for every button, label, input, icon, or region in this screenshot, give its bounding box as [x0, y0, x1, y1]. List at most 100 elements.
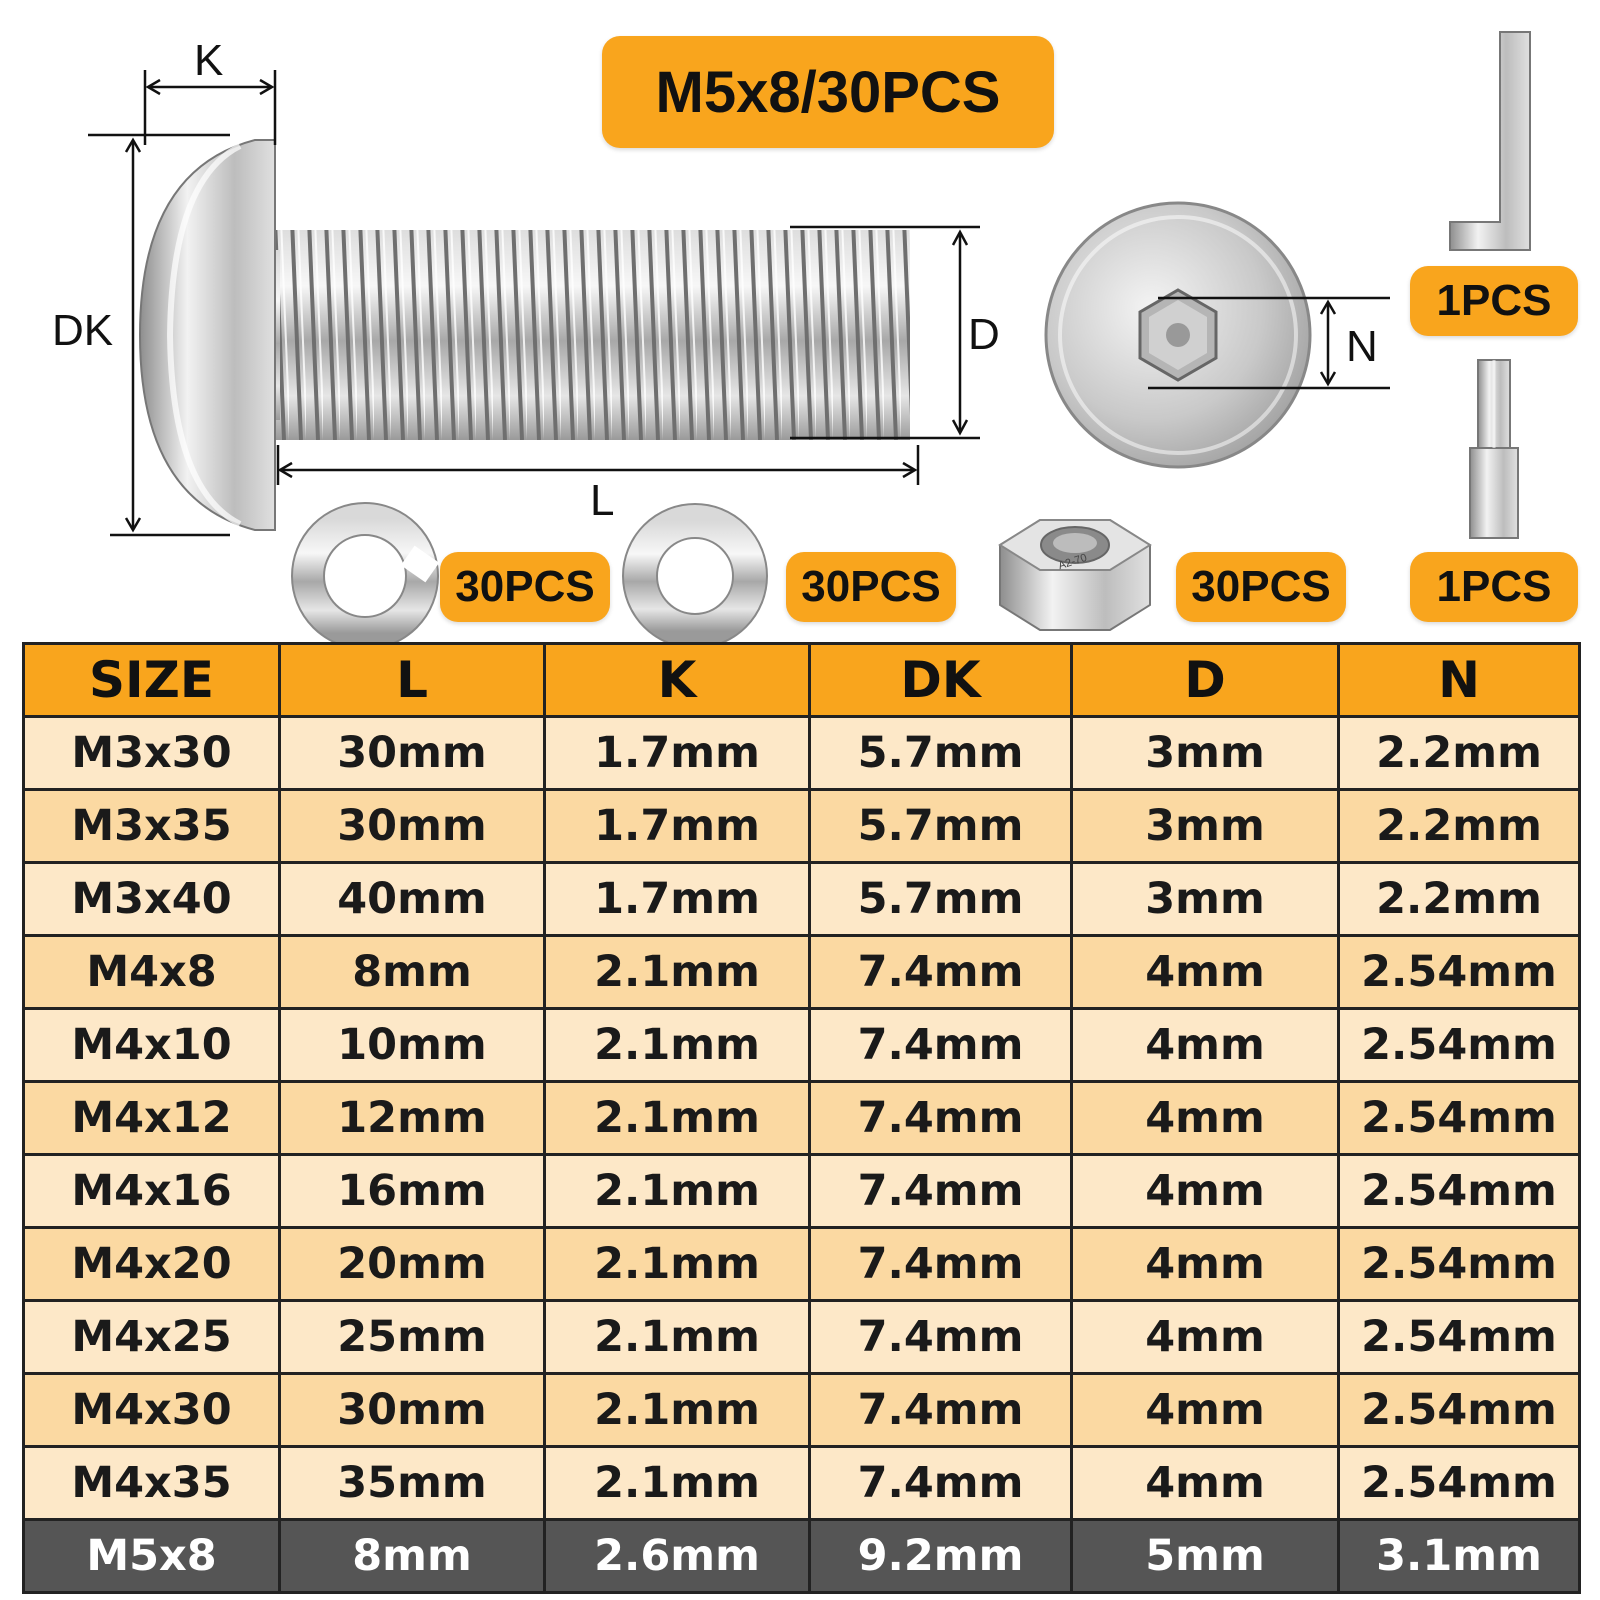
- header-d: D: [1070, 642, 1340, 718]
- hex-nut-icon: [998, 519, 1152, 631]
- screw-head-top-view: [1044, 201, 1312, 469]
- table-cell: 7.4mm: [808, 1299, 1073, 1375]
- table-cell: 4mm: [1070, 1299, 1340, 1375]
- table-cell: M4x25: [22, 1299, 281, 1375]
- table-cell: 9.2mm: [808, 1518, 1073, 1594]
- table-cell: 2.54mm: [1337, 1080, 1581, 1156]
- product-title: M5x8/30PCS: [602, 36, 1054, 148]
- table-cell: 2.2mm: [1337, 861, 1581, 937]
- table-cell: 25mm: [278, 1299, 546, 1375]
- table-cell: 20mm: [278, 1226, 546, 1302]
- table-cell: 4mm: [1070, 1080, 1340, 1156]
- table-cell: 4mm: [1070, 1007, 1340, 1083]
- table-cell: 7.4mm: [808, 1080, 1073, 1156]
- table-cell: 3.1mm: [1337, 1518, 1581, 1594]
- dimension-lines: [88, 70, 980, 537]
- spring-washer-quantity: 30PCS: [440, 552, 610, 622]
- table-cell: M4x35: [22, 1445, 281, 1521]
- hex-bit-quantity: 1PCS: [1410, 552, 1578, 622]
- dimension-k-label: K: [194, 36, 224, 85]
- table-cell: 3mm: [1070, 861, 1340, 937]
- table-cell: 2.54mm: [1337, 1372, 1581, 1448]
- table-cell: M5x8: [22, 1518, 281, 1594]
- spring-washer-icon: [291, 502, 440, 650]
- dimension-n-lines: [1148, 296, 1390, 390]
- table-cell: 2.1mm: [543, 1372, 811, 1448]
- table-cell: 35mm: [278, 1445, 546, 1521]
- flat-washer-quantity: 30PCS: [786, 552, 956, 622]
- table-cell: 2.1mm: [543, 934, 811, 1010]
- table-cell: 1.7mm: [543, 861, 811, 937]
- hex-bit-icon: [1469, 359, 1519, 539]
- table-cell: M4x30: [22, 1372, 281, 1448]
- table-cell: 4mm: [1070, 934, 1340, 1010]
- table-cell: 8mm: [278, 1518, 546, 1594]
- table-cell: 3mm: [1070, 788, 1340, 864]
- table-cell: 8mm: [278, 934, 546, 1010]
- table-cell: 7.4mm: [808, 1445, 1073, 1521]
- table-cell: 2.6mm: [543, 1518, 811, 1594]
- table-cell: 12mm: [278, 1080, 546, 1156]
- dimension-d-label: D: [968, 310, 1000, 359]
- table-cell: 1.7mm: [543, 715, 811, 791]
- dimension-dk-label: DK: [52, 306, 114, 355]
- screw-side-view: [138, 139, 910, 531]
- table-cell: 2.1mm: [543, 1445, 811, 1521]
- table-cell: 7.4mm: [808, 1226, 1073, 1302]
- table-cell: M4x12: [22, 1080, 281, 1156]
- table-cell: 7.4mm: [808, 1007, 1073, 1083]
- hex-key-icon: [1449, 31, 1531, 251]
- table-cell: 2.54mm: [1337, 1153, 1581, 1229]
- table-cell: 2.54mm: [1337, 934, 1581, 1010]
- hex-key-quantity: 1PCS: [1410, 266, 1578, 336]
- table-cell: 2.54mm: [1337, 1445, 1581, 1521]
- table-cell: 4mm: [1070, 1445, 1340, 1521]
- table-cell: 30mm: [278, 715, 546, 791]
- header-l: L: [278, 642, 546, 718]
- table-cell: 2.1mm: [543, 1299, 811, 1375]
- table-cell: 40mm: [278, 861, 546, 937]
- table-cell: 2.54mm: [1337, 1226, 1581, 1302]
- table-cell: 2.1mm: [543, 1226, 811, 1302]
- table-cell: M4x16: [22, 1153, 281, 1229]
- table-cell: 7.4mm: [808, 1372, 1073, 1448]
- table-cell: 5.7mm: [808, 861, 1073, 937]
- table-cell: 5.7mm: [808, 715, 1073, 791]
- table-cell: 4mm: [1070, 1153, 1340, 1229]
- dimension-n-label: N: [1346, 322, 1378, 371]
- table-cell: 2.1mm: [543, 1080, 811, 1156]
- table-cell: 7.4mm: [808, 1153, 1073, 1229]
- table-cell: 1.7mm: [543, 788, 811, 864]
- table-cell: 2.54mm: [1337, 1299, 1581, 1375]
- table-cell: M4x20: [22, 1226, 281, 1302]
- table-cell: 30mm: [278, 788, 546, 864]
- table-cell: M4x8: [22, 934, 281, 1010]
- table-cell: 16mm: [278, 1153, 546, 1229]
- table-cell: 2.2mm: [1337, 788, 1581, 864]
- dimension-l-label: L: [590, 476, 615, 525]
- hex-nut-quantity: 30PCS: [1176, 552, 1346, 622]
- table-cell: 4mm: [1070, 1372, 1340, 1448]
- table-cell: M3x30: [22, 715, 281, 791]
- table-cell: 5mm: [1070, 1518, 1340, 1594]
- table-cell: M4x10: [22, 1007, 281, 1083]
- header-size: SIZE: [22, 642, 281, 718]
- table-header-row: SIZE L K DK D N: [22, 642, 1581, 718]
- header-k: K: [543, 642, 811, 718]
- table-cell: 2.54mm: [1337, 1007, 1581, 1083]
- flat-washer-icon: [622, 503, 768, 649]
